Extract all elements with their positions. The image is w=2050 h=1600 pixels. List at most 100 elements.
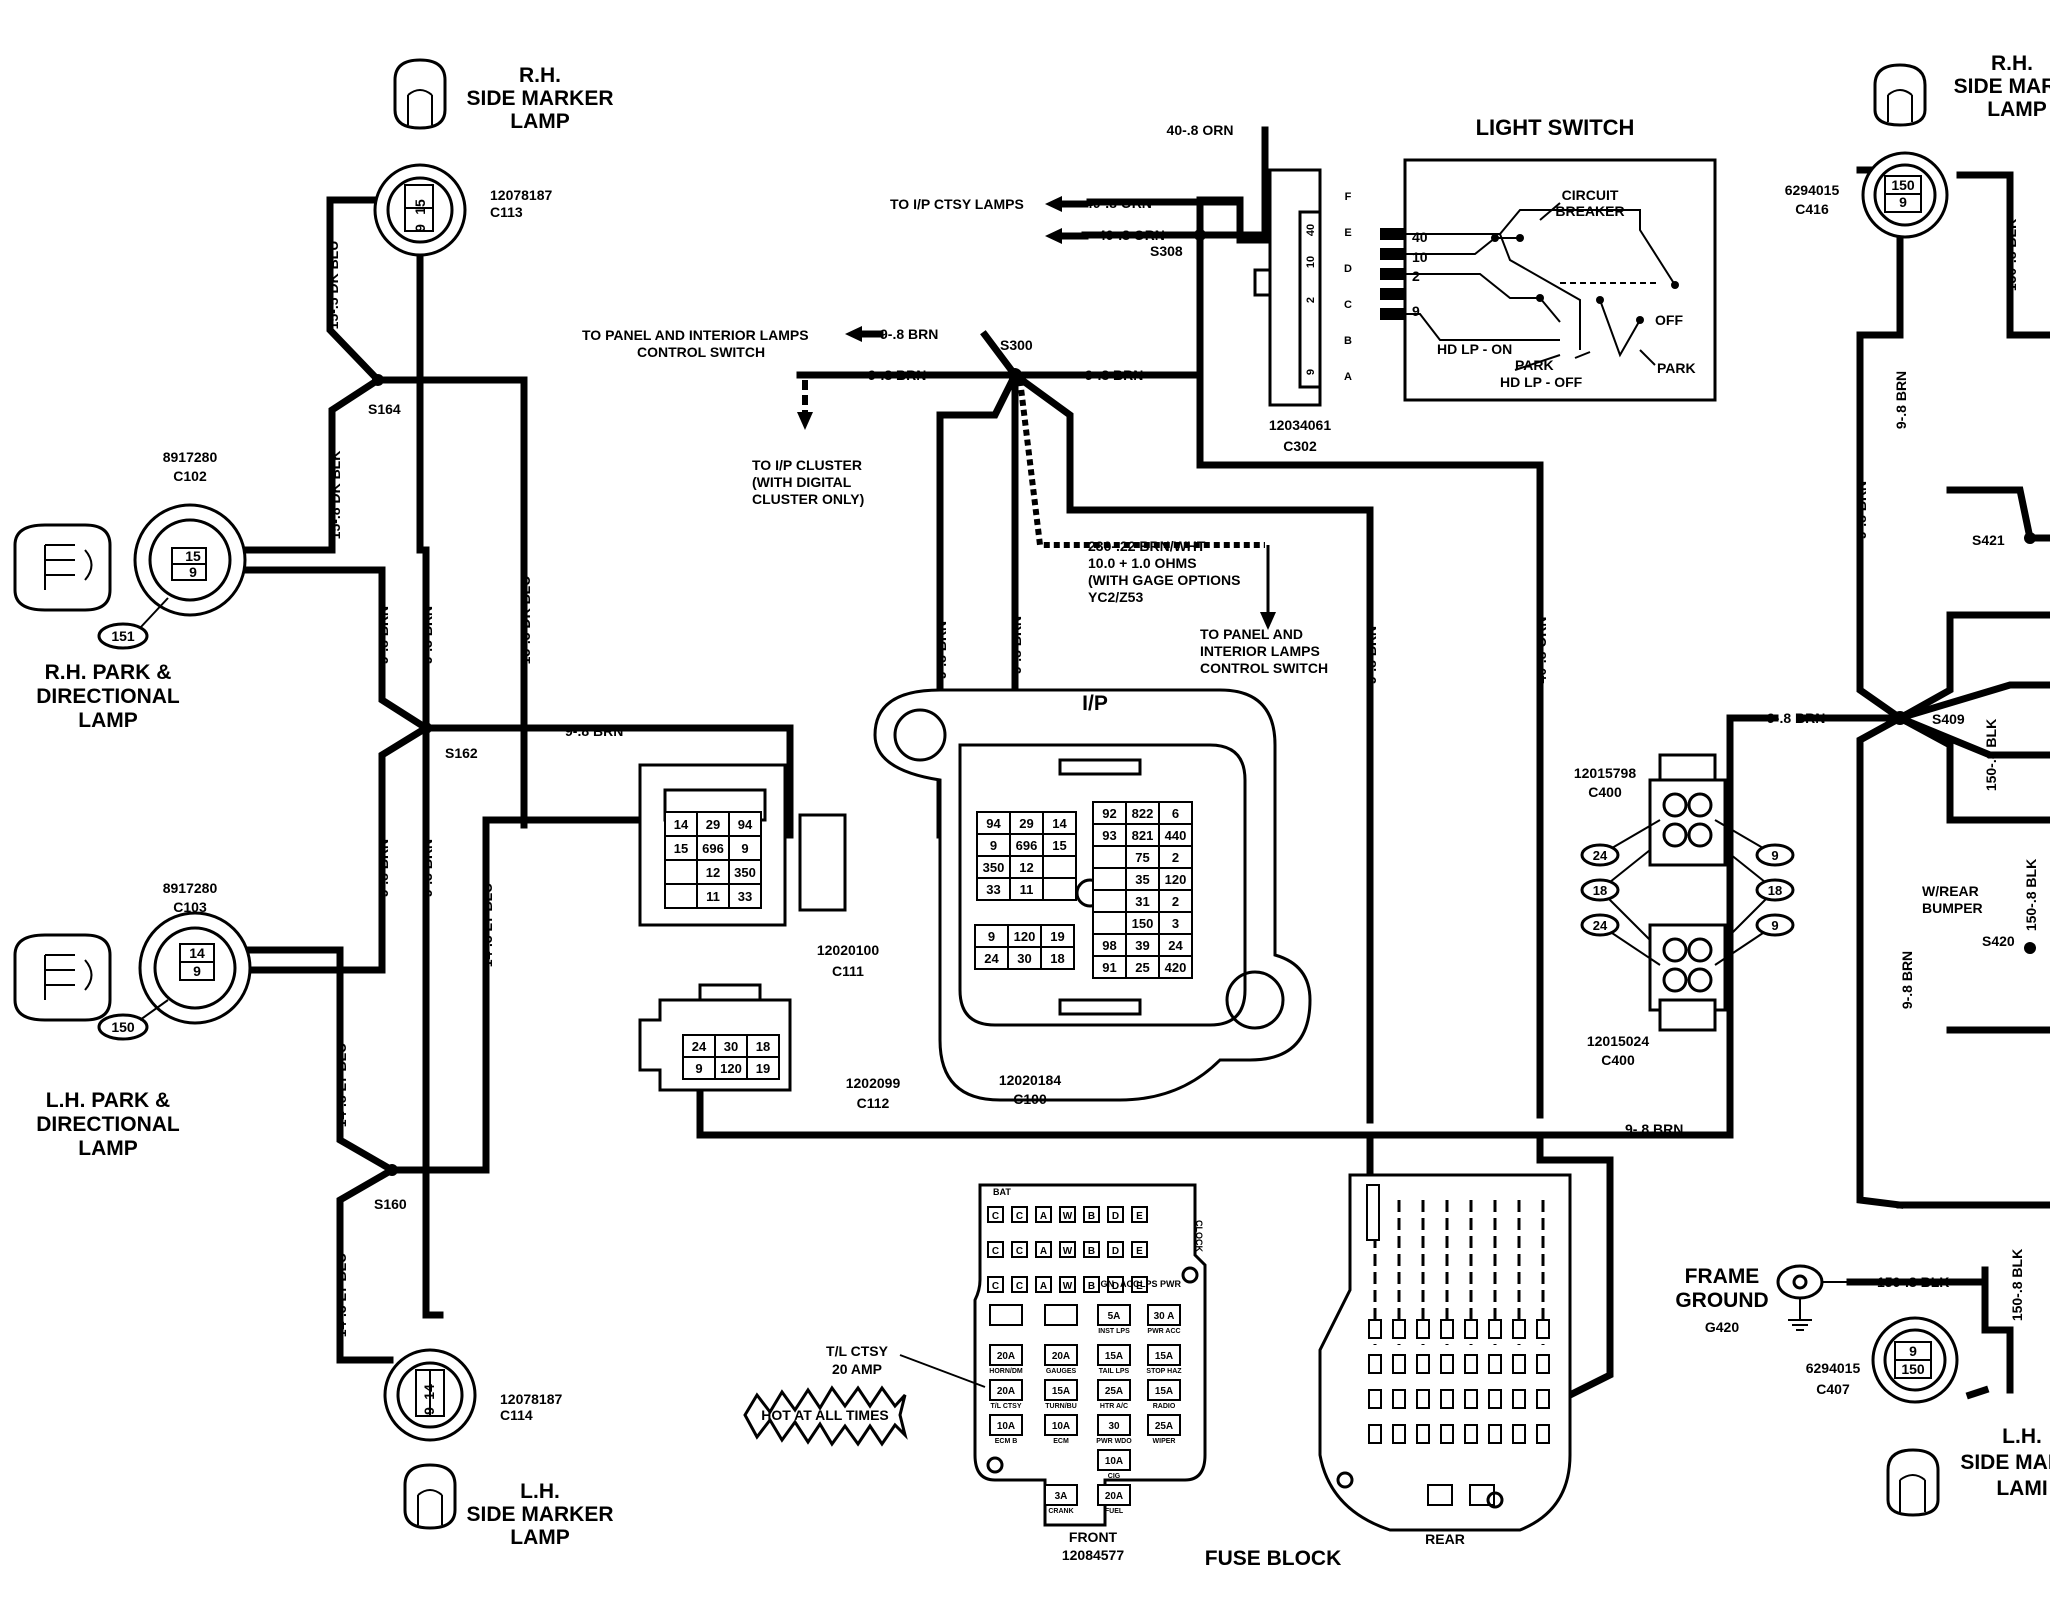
tl-ctsy-leader — [899, 1354, 986, 1388]
right-rh-side-marker — [1861, 63, 1949, 239]
bulb-icon — [1886, 1448, 1940, 1517]
splice-dot-s162 — [420, 722, 432, 734]
wire-230-22-brn-wht — [1017, 379, 1265, 548]
rear-terminal — [1440, 1424, 1454, 1444]
ip-right-pin: 3 — [1172, 916, 1179, 931]
c400-right-oval — [1755, 878, 1795, 902]
c400-conn-a: C400 — [1588, 784, 1622, 800]
wire-9-8-brn-s300-top — [980, 330, 1020, 380]
rear-terminal — [1392, 1354, 1406, 1374]
c302-conn: C302 — [1283, 438, 1317, 454]
wire-9-8-brn-lh-park — [176, 723, 431, 974]
ip-left-pin: 696 — [1016, 838, 1038, 853]
wire-label-9-8-brn-m: 9-.8 BRN — [1853, 481, 1869, 539]
splice-s160: S160 — [374, 1196, 407, 1212]
fuse-bat: BAT — [993, 1187, 1011, 1197]
switch-term-9 — [1380, 308, 1405, 320]
switch-pin-letter: F — [1345, 191, 1352, 203]
tl-ctsy-1: T/L CTSY — [826, 1343, 889, 1359]
rh-marker-pin-b: 9 — [412, 224, 428, 232]
fuse-socket — [989, 1414, 1023, 1436]
ip-left-pin: 94 — [986, 816, 1001, 831]
lh-park-line1: L.H. PARK & — [46, 1089, 170, 1112]
c112-pin: 19 — [756, 1061, 770, 1076]
c112-pin: 30 — [724, 1039, 738, 1054]
c111-pin: 12 — [706, 865, 720, 880]
frame-ground — [1776, 1264, 1850, 1331]
rear-terminal — [1368, 1319, 1382, 1339]
wire-s409-right-c — [1895, 681, 2050, 723]
text-labels: R.H. SIDE MARKER LAMP 12078187 C113 15 9… — [36, 52, 2050, 1570]
fuse-socket — [1097, 1344, 1131, 1366]
rh-park-pin-a: 15 — [185, 548, 201, 564]
right-lh-pin-a: 9 — [1909, 1343, 1917, 1359]
fuse-clock: CLOCK — [1194, 1220, 1204, 1252]
fuse-terminal — [1011, 1241, 1028, 1258]
wire-label-15-8-dk-blk: 15-.8 DK BLK — [327, 451, 343, 540]
switch-term-40 — [1380, 228, 1405, 240]
splice-s300: S300 — [1000, 337, 1033, 353]
fuse-terminal-letter: W — [1063, 1246, 1073, 1257]
lamp-socket-ring-icon — [153, 926, 237, 1010]
fuse-amp: 15A — [1155, 1351, 1173, 1362]
fuse-socket — [1044, 1414, 1078, 1436]
wire-9-8-brn-s300-right — [1010, 370, 1374, 1124]
wire-label-40-8-orn-a: 40-.8 ORN — [1167, 122, 1234, 138]
rh-park-conn: C102 — [173, 468, 207, 484]
fuse-terminal-letter: C — [1016, 1246, 1023, 1257]
c400-right-oval — [1755, 843, 1795, 867]
fuse-terminal — [1131, 1206, 1148, 1223]
switch-park-mid: PARK — [1515, 357, 1554, 373]
fuse-terminal — [1083, 1241, 1100, 1258]
right-lh-side-marker — [1871, 1316, 1959, 1517]
c111-pin: 9 — [741, 841, 748, 856]
wire-label-9-8-brn-k: 9-.8 BRN — [1767, 710, 1825, 726]
wire-label-9-5-brn-b: 9-.5 BRN — [419, 839, 435, 897]
rear-terminal — [1368, 1389, 1382, 1409]
fuse-socket — [1044, 1484, 1078, 1506]
switch-term-10-label: 10 — [1412, 249, 1428, 265]
splice-dot-s300 — [1008, 368, 1022, 382]
c400-left-oval — [1580, 878, 1620, 902]
splice-s164: S164 — [368, 401, 401, 417]
c400-part-b: 12015024 — [1587, 1033, 1650, 1049]
ip-right-pin: 120 — [1165, 872, 1187, 887]
fuse-terminal-letter: B — [1088, 1211, 1095, 1222]
ip-right-cell — [1158, 955, 1193, 979]
rear-terminal — [1536, 1354, 1550, 1374]
switch-circuit-c — [1405, 273, 1561, 323]
c112-cell — [746, 1056, 780, 1080]
ip-left-pin: 14 — [1052, 816, 1067, 831]
wire-to-ip-cluster — [802, 372, 830, 415]
ip-left-pin: 350 — [983, 860, 1005, 875]
fuse-socket — [989, 1344, 1023, 1366]
fuse-amp: 15A — [1155, 1386, 1173, 1397]
fuse-terminal-letter: C — [992, 1281, 999, 1292]
ground-lug-icon — [1776, 1264, 1824, 1300]
wire-label-9-8-brn-n: 9-.8 BRN — [1899, 951, 1915, 1009]
bulb-filament-icon — [1887, 89, 1913, 122]
right-lh-part: 6294015 — [1806, 1360, 1861, 1376]
wire-label-9-8-brn-h: 9-.8 BRN — [1008, 616, 1024, 674]
splice-dot-s160 — [386, 1164, 398, 1176]
wire-label-9-8-brn-j: 9-.8 BRN — [1625, 1121, 1683, 1137]
hot-at-all-times-burst — [743, 1385, 908, 1447]
rh-marker-conn: C113 — [490, 204, 523, 220]
fuse-name: STOP HAZ — [1146, 1368, 1182, 1375]
ip-right-cell — [1092, 911, 1127, 935]
fuse-amp: 20A — [1052, 1351, 1070, 1362]
fuse-name: PWR WDO — [1096, 1438, 1132, 1445]
switch-box — [1403, 158, 1717, 402]
fuse-terminal-letter: E — [1136, 1211, 1143, 1222]
switch-term-2 — [1380, 268, 1405, 280]
fuse-amp: 5A — [1108, 1311, 1121, 1322]
note-to-ip-cluster-3: CLUSTER ONLY) — [752, 491, 864, 507]
fuse-terminal — [987, 1276, 1004, 1293]
right-lh-pin-b: 150 — [1901, 1361, 1925, 1377]
fuse-socket — [1044, 1379, 1078, 1401]
switch-term-10 — [1380, 248, 1405, 260]
